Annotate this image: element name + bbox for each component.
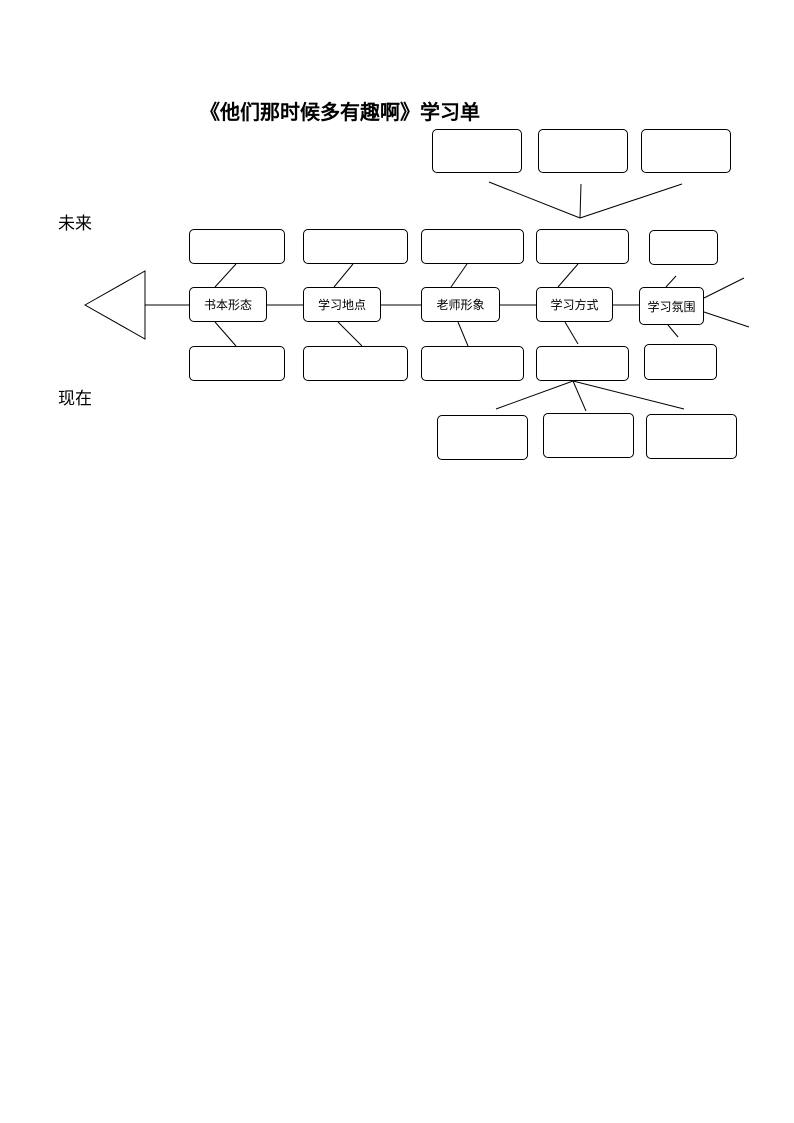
- connector-line: [564, 321, 579, 345]
- answer-box-top-3[interactable]: [641, 129, 731, 173]
- answer-box-lower-1[interactable]: [189, 346, 285, 381]
- fish-head-triangle: [83, 270, 146, 340]
- answer-box-upper-1[interactable]: [189, 229, 285, 264]
- answer-box-upper-4[interactable]: [536, 229, 629, 264]
- answer-box-lower-3[interactable]: [421, 346, 524, 381]
- answer-box-upper-2[interactable]: [303, 229, 408, 264]
- worksheet-title: 《他们那时候多有趣啊》学习单: [200, 100, 480, 124]
- future-label: 未来: [58, 214, 92, 234]
- node-study-method: 学习方式: [536, 287, 613, 322]
- fan-line: [572, 380, 685, 410]
- connector-line: [214, 263, 237, 288]
- connector-line: [665, 275, 677, 288]
- answer-box-bottom-3[interactable]: [646, 414, 737, 459]
- connector-line: [337, 321, 363, 347]
- node-teacher-image: 老师形象: [421, 287, 500, 322]
- tail-line: [703, 277, 745, 299]
- connector-line: [667, 324, 679, 338]
- fan-line: [572, 380, 587, 412]
- fan-line: [488, 181, 581, 219]
- answer-box-top-2[interactable]: [538, 129, 628, 173]
- connector-line: [214, 321, 237, 347]
- connector-line: [557, 263, 579, 288]
- node-study-atmosphere: 学习氛围: [639, 287, 704, 325]
- connector-line: [333, 263, 354, 288]
- node-study-place: 学习地点: [303, 287, 381, 322]
- answer-box-lower-2[interactable]: [303, 346, 408, 381]
- fan-line: [495, 380, 574, 410]
- present-label: 现在: [58, 389, 92, 409]
- tail-line: [703, 311, 750, 328]
- answer-box-upper-3[interactable]: [421, 229, 524, 264]
- answer-box-top-1[interactable]: [432, 129, 522, 173]
- answer-box-lower-5[interactable]: [644, 344, 717, 380]
- answer-box-bottom-1[interactable]: [437, 415, 528, 460]
- node-book-form: 书本形态: [189, 287, 267, 322]
- answer-box-upper-5[interactable]: [649, 230, 718, 265]
- answer-box-lower-4[interactable]: [536, 346, 629, 381]
- fan-line: [579, 183, 582, 219]
- connector-line: [450, 263, 468, 288]
- connector-line: [457, 321, 469, 347]
- fan-line: [579, 183, 683, 219]
- answer-box-bottom-2[interactable]: [543, 413, 634, 458]
